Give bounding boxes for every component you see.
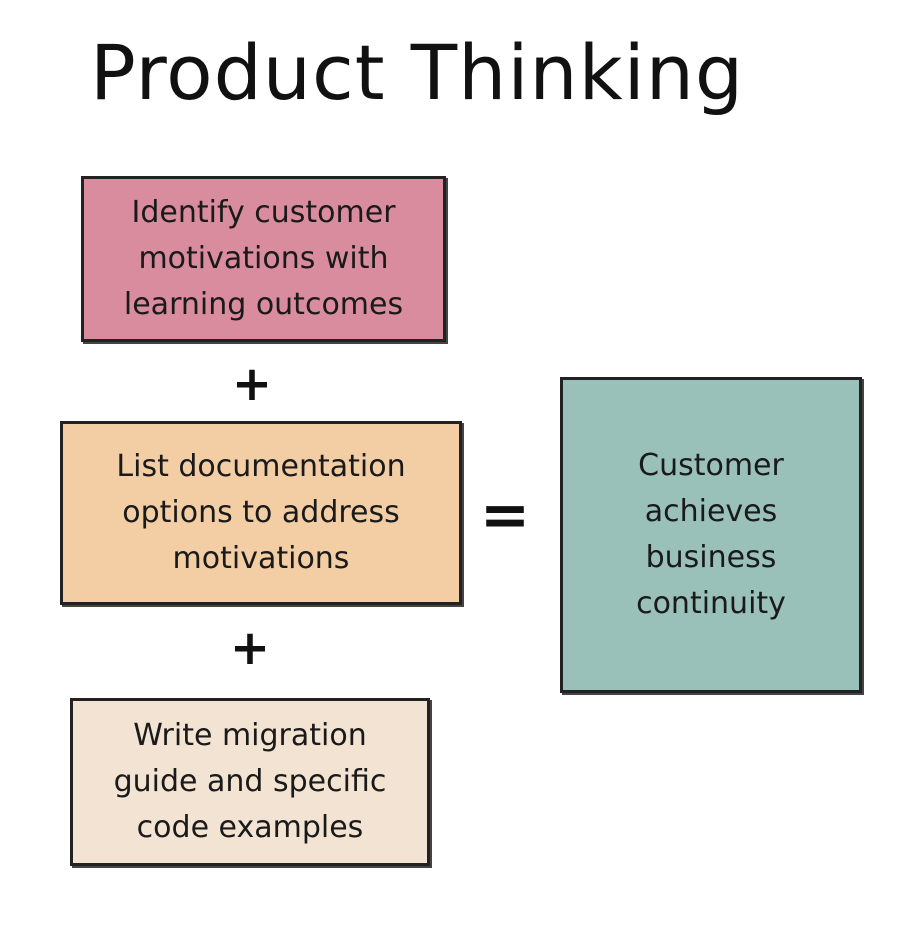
step-box-text: Write migration guide and specific code … xyxy=(114,713,387,851)
result-box-line: achieves xyxy=(644,494,778,529)
plus-operator: + xyxy=(229,620,271,676)
result-box-text: Customer achieves business continuity xyxy=(636,443,786,627)
result-box-line: Customer xyxy=(638,448,784,483)
step-box-list-documentation: List documentation options to address mo… xyxy=(60,421,462,605)
step-box-line: learning outcomes xyxy=(123,287,404,322)
step-box-line: Write migration xyxy=(133,718,367,753)
step-box-line: options to address xyxy=(122,495,400,530)
step-box-text: Identify customer motivations with learn… xyxy=(124,190,403,328)
step-box-line: List documentation xyxy=(116,449,406,484)
step-box-line: code examples xyxy=(136,810,364,845)
result-box-line: continuity xyxy=(636,586,786,621)
diagram-title: Product Thinking xyxy=(90,28,745,117)
step-box-line: guide and specific xyxy=(113,764,387,799)
step-box-line: motivations xyxy=(172,541,350,576)
step-box-identify-motivations: Identify customer motivations with learn… xyxy=(81,176,446,342)
step-box-line: motivations with xyxy=(138,241,389,276)
step-box-line: Identify customer xyxy=(131,195,396,230)
result-box-line: business xyxy=(645,540,777,575)
result-box-business-continuity: Customer achieves business continuity xyxy=(560,377,862,693)
step-box-write-migration-guide: Write migration guide and specific code … xyxy=(70,698,430,866)
plus-operator: + xyxy=(231,356,273,412)
step-box-text: List documentation options to address mo… xyxy=(116,444,405,582)
equals-operator: = xyxy=(479,480,531,550)
